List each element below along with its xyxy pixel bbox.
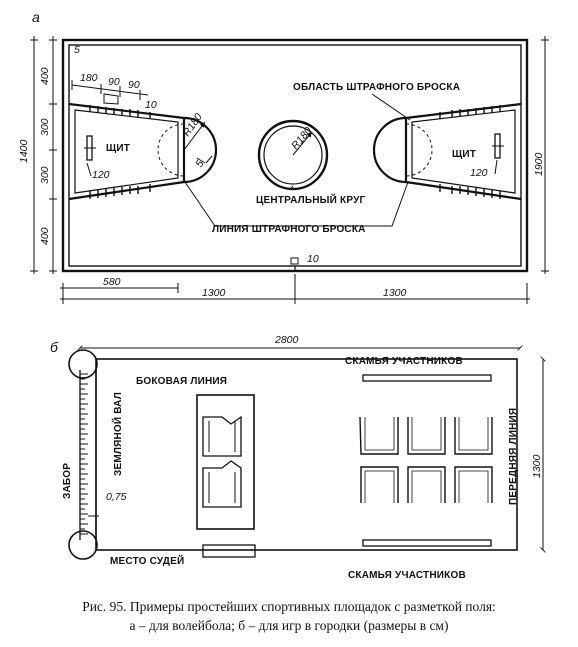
dim-right-total: 1900 xyxy=(533,152,545,176)
label-free-throw-line: ЛИНИЯ ШТРАФНОГО БРОСКА xyxy=(212,224,366,235)
field-boundary xyxy=(95,358,518,551)
center-radius-label: R180 xyxy=(289,125,314,152)
label-front-line: ПЕРЕДНЯЯ ЛИНИЯ xyxy=(508,408,519,505)
dim-rampart-width: 0,75 xyxy=(106,491,127,503)
dim-top-90-a: 90 xyxy=(108,76,120,88)
caption-line-2: а – для волейбола; б – для игр в городки… xyxy=(129,618,449,633)
label-bench-bottom: СКАМЬЯ УЧАСТНИКОВ xyxy=(348,570,466,581)
dim-shield-right-120: 120 xyxy=(470,167,488,179)
judges-stand xyxy=(202,544,256,558)
label-earth-rampart: ЗЕМЛЯНОЙ ВАЛ xyxy=(111,392,124,476)
post-bottom-icon xyxy=(68,530,98,560)
dim-top-chain-line xyxy=(71,84,149,96)
dim-total-length: 2800 xyxy=(274,334,299,346)
dim-corner-5: 5 xyxy=(74,44,80,56)
leader-free-throw-line xyxy=(184,181,409,227)
center-circle-outer xyxy=(257,119,329,191)
dim-top-180: 180 xyxy=(80,72,98,84)
label-shield-left: ЩИТ xyxy=(106,143,130,154)
caption-line-1: Рис. 95. Примеры простейших спортивных п… xyxy=(82,599,496,614)
rampart-ruler-ticks xyxy=(80,373,88,535)
city-frame xyxy=(196,394,255,530)
label-shield-right: ЩИТ xyxy=(452,149,476,160)
free-throw-radius-arrow xyxy=(183,121,206,151)
dim-bottom-1300-right: 1300 xyxy=(383,287,407,299)
dim-left-400: 400 xyxy=(39,227,51,245)
right-free-throw-area xyxy=(372,102,522,201)
free-throw-radius-label: R180 xyxy=(181,111,205,139)
figure-a-letter: а xyxy=(32,9,40,25)
post-top-icon xyxy=(68,349,98,379)
dim-left-top-400: 400 xyxy=(39,67,51,85)
dim-top-90-b: 90 xyxy=(128,79,140,91)
label-center-circle: ЦЕНТРАЛЬНЫЙ КРУГ xyxy=(256,193,365,206)
center-circle-inner xyxy=(263,125,323,185)
dim-left-total: 1400 xyxy=(18,139,30,163)
label-fence: ЗАБОР xyxy=(62,463,73,499)
dim-bottom-1300-left: 1300 xyxy=(202,287,226,299)
label-judges-place: МЕСТО СУДЕЙ xyxy=(110,554,184,567)
dim-shield-left-120: 120 xyxy=(92,169,110,181)
dim-left-300-b: 300 xyxy=(39,166,51,184)
label-free-throw-area: ОБЛАСТЬ ШТРАФНОГО БРОСКА xyxy=(293,82,460,93)
center-radius-arrow xyxy=(292,131,313,156)
dim-left-300-a: 300 xyxy=(39,118,51,136)
dim-top-10: 10 xyxy=(145,99,157,111)
city-square-bottom xyxy=(202,460,242,508)
figure-b-letter: б xyxy=(50,339,59,355)
bench-bottom xyxy=(362,539,492,547)
center-post xyxy=(290,257,299,265)
city-square-top xyxy=(202,415,242,457)
dim-bottom-580: 580 xyxy=(103,276,121,288)
label-bench-top: СКАМЬЯ УЧАСТНИКОВ xyxy=(345,356,463,367)
dim-bottom-10: 10 xyxy=(307,253,319,265)
figure-b: б 2800 0,75 ЗЕМЛЯНОЙ ВАЛ ЗАБОР ПЕРЕДНЯЯ … xyxy=(50,334,546,581)
dim-left-ticks xyxy=(30,39,57,272)
throwing-zones xyxy=(359,416,493,503)
bench-top xyxy=(362,374,492,382)
label-side-line: БОКОВАЯ ЛИНИЯ xyxy=(136,376,227,387)
small-5-label: 5 xyxy=(193,158,206,169)
leader-free-throw-area xyxy=(371,93,411,121)
figure-a: а R180 xyxy=(18,9,549,304)
dim-total-width: 1300 xyxy=(531,454,543,478)
